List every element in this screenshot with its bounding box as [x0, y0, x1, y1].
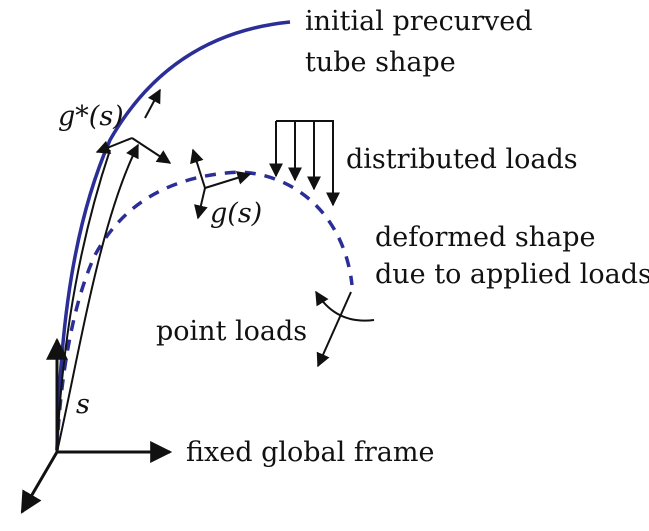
global-frame-arrows	[20, 337, 173, 514]
point-loads-arrows	[315, 290, 375, 368]
label-g-star: g*(s)	[58, 101, 124, 132]
label-arc-length-s: s	[76, 389, 90, 420]
tangent-arrow-initial	[144, 88, 161, 119]
arc-length-curve	[56, 149, 111, 451]
label-distributed-loads: distributed loads	[346, 144, 578, 175]
gstar-frame	[95, 137, 172, 164]
initial-tube-curve	[55, 20, 291, 451]
label-point-loads: point loads	[156, 316, 307, 347]
label-deformed-shape: deformed shape due to applied loads	[375, 222, 649, 290]
distributed-loads-arrows	[269, 120, 340, 207]
label-initial-shape: initial precurved tube shape	[305, 6, 541, 78]
label-fixed-frame: fixed global frame	[186, 437, 434, 468]
deformed-tube-curve	[55, 170, 354, 451]
arc-length-to-gstar	[56, 143, 139, 453]
g-frame	[190, 148, 252, 220]
label-g: g(s)	[210, 198, 262, 229]
